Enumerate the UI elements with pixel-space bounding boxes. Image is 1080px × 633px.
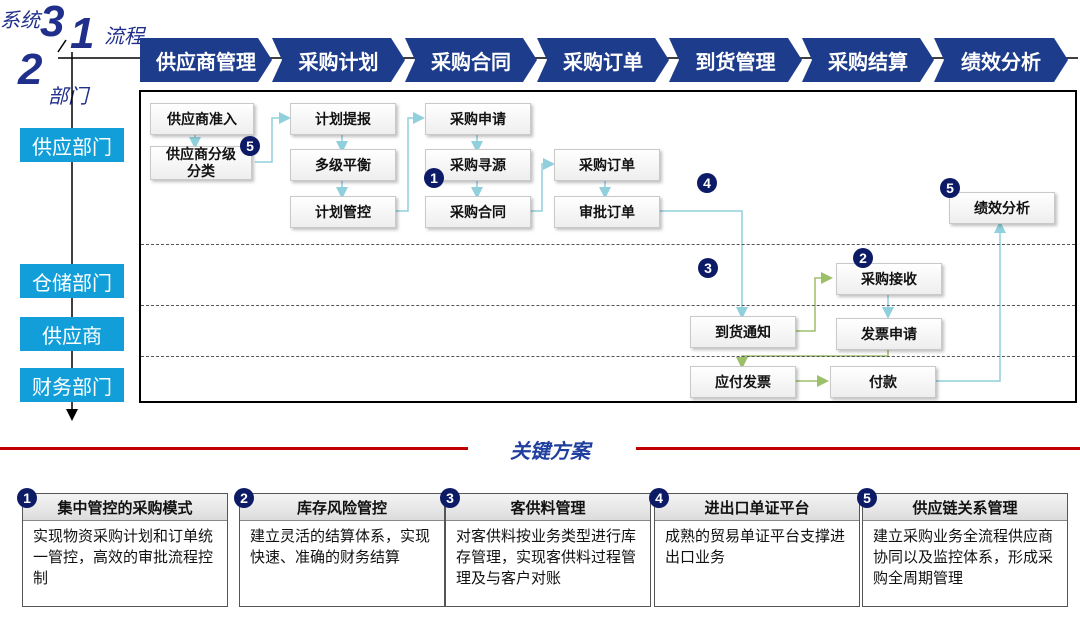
solution-card-title: 集中管控的采购模式 (23, 494, 227, 521)
solution-number: 1 (17, 488, 37, 508)
lane-divider (141, 244, 1075, 245)
node-approve-order: 审批订单 (554, 196, 660, 228)
solution-number: 3 (440, 488, 460, 508)
stage-purchase-contract: 采购合同 (405, 38, 537, 82)
solution-card-title: 客供料管理 (446, 494, 650, 521)
solution-card-body: 建立灵活的结算体系，实现快速、准确的财务结算 (250, 528, 431, 566)
swimlane-panel (139, 90, 1077, 403)
solution-card-body: 实现物资采购计划和订单统一管控，高效的审批流程控制 (33, 528, 214, 587)
solution-card-title: 库存风险管控 (240, 494, 444, 521)
node-supplier-admission: 供应商准入 (150, 103, 254, 135)
solution-card-4: 进出口单证平台 成熟的贸易单证平台支撑进出口业务 4 (649, 488, 860, 607)
solution-number: 2 (234, 488, 254, 508)
marker-4: 4 (697, 173, 717, 193)
solution-number: 5 (857, 488, 877, 508)
divider-left (0, 447, 468, 450)
node-payable-invoice: 应付发票 (690, 366, 796, 398)
node-supplier-grading: 供应商分级分类 (150, 146, 252, 180)
dept-finance: 财务部门 (20, 368, 124, 402)
marker-5: 5 (240, 136, 260, 156)
key-solutions-title: 关键方案 (510, 441, 590, 463)
solution-card-5: 供应链关系管理 建立采购业务全流程供应商协同以及监控体系，形成采购全周期管理 5 (857, 488, 1068, 607)
node-invoice-request: 发票申请 (836, 318, 942, 350)
system-axis-label: 系统 (0, 10, 40, 32)
stage-purchase-plan: 采购计划 (272, 38, 405, 82)
node-multilevel-balance: 多级平衡 (290, 149, 396, 181)
stage-purchase-settlement: 采购结算 (802, 38, 934, 82)
axis-number-1: 1 (70, 9, 95, 58)
dept-supply: 供应部门 (20, 128, 124, 162)
stage-performance-analysis: 绩效分析 (934, 38, 1068, 82)
marker-2: 2 (853, 248, 873, 268)
process-axis-label: 流程 (104, 26, 144, 48)
divider-right (636, 447, 1080, 450)
solution-card-title: 进出口单证平台 (655, 494, 859, 521)
node-plan-submit: 计划提报 (290, 103, 396, 135)
stage-arrival-management: 到货管理 (669, 38, 802, 82)
node-purchase-contract: 采购合同 (425, 196, 531, 228)
node-sourcing: 采购寻源 (425, 149, 531, 181)
node-plan-control: 计划管控 (290, 196, 396, 228)
dept-supplier: 供应商 (20, 317, 124, 351)
solution-card-body: 建立采购业务全流程供应商协同以及监控体系，形成采购全周期管理 (873, 528, 1054, 587)
solution-number: 4 (649, 488, 669, 508)
solution-card-body: 成熟的贸易单证平台支撑进出口业务 (665, 528, 846, 566)
node-receipt: 采购接收 (836, 263, 942, 295)
dept-warehouse: 仓储部门 (20, 264, 124, 298)
marker-3: 3 (698, 258, 718, 278)
node-purchase-request: 采购申请 (425, 103, 531, 135)
axis-number-3: 3 (40, 0, 65, 46)
solution-card-1: 集中管控的采购模式 实现物资采购计划和订单统一管控，高效的审批流程控制 1 (17, 488, 228, 607)
lane-divider (141, 356, 1075, 357)
marker-1: 1 (424, 168, 444, 188)
axis-number-2: 2 (18, 45, 43, 94)
solution-card-2: 库存风险管控 建立灵活的结算体系，实现快速、准确的财务结算 2 (234, 488, 445, 607)
solution-card-title: 供应链关系管理 (863, 494, 1067, 521)
solution-card-body: 对客供料按业务类型进行库存管理，实现客供料过程管理及与客户对账 (456, 528, 637, 587)
node-purchase-order: 采购订单 (554, 149, 660, 181)
stage-purchase-order: 采购订单 (537, 38, 669, 82)
solution-card-3: 客供料管理 对客供料按业务类型进行库存管理，实现客供料过程管理及与客户对账 3 (440, 488, 651, 607)
marker-5: 5 (940, 178, 960, 198)
node-payment: 付款 (830, 366, 936, 398)
node-performance-analysis: 绩效分析 (949, 192, 1055, 224)
node-arrival-notice: 到货通知 (690, 316, 796, 348)
lane-divider (141, 305, 1075, 306)
stage-supplier-management: 供应商管理 (140, 38, 272, 82)
department-axis-label: 部门 (48, 86, 88, 108)
